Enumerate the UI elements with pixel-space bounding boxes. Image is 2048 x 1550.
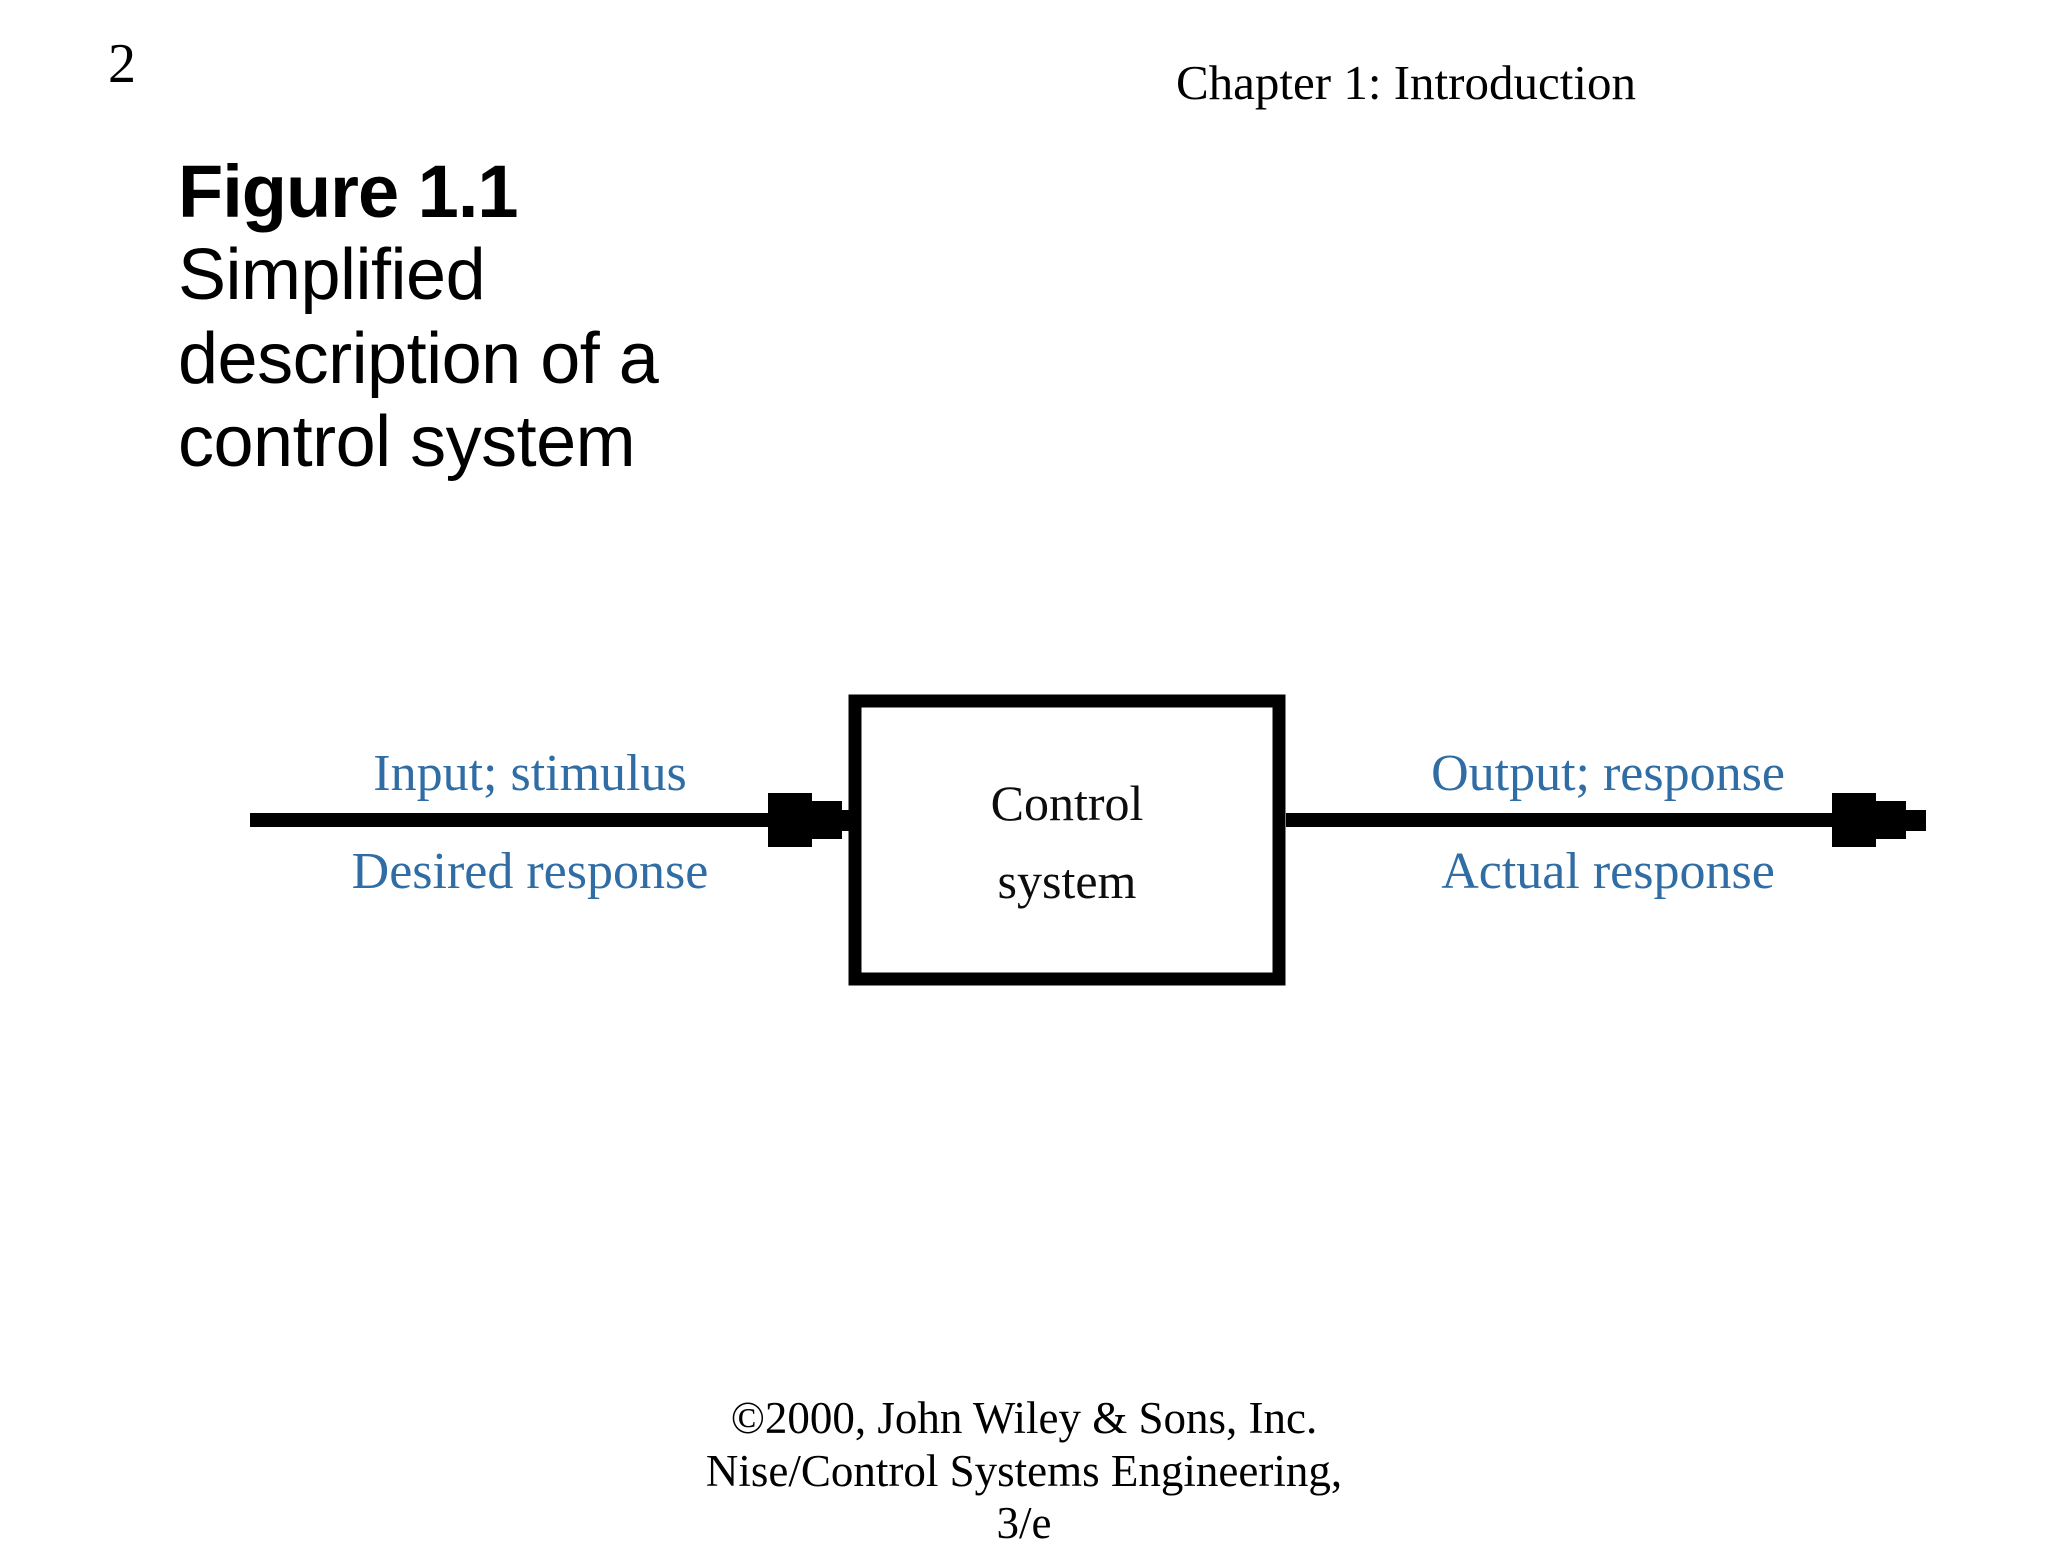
input-label-bottom: Desired response [352,843,709,900]
figure-caption-line-2: description of a [178,318,659,399]
page-number: 2 [108,33,136,95]
output-arrow-head [1832,793,1926,847]
figure-label: Figure 1.1 [178,150,519,233]
input-arrow-head [768,793,862,847]
output-label-bottom: Actual response [1441,843,1775,900]
output-arrow-shaft [1286,813,1842,827]
control-system-box [848,694,1286,986]
control-system-block-diagram: Control system Input; stimulus Desired r… [0,630,2048,1050]
chapter-header: Chapter 1: Introduction [1176,55,1636,110]
input-arrow-shaft [250,813,778,827]
input-label-top: Input; stimulus [373,745,686,802]
footer-line-2: Nise/Control Systems Engineering, [705,1445,1343,1496]
control-system-box-label-line-1: Control [991,775,1144,831]
output-label-top: Output; response [1431,745,1785,802]
figure-caption-line-1: Simplified [178,235,486,316]
footer-line-3: 3/e [996,1498,1052,1549]
figure-caption-line-3: control system [178,402,636,483]
footer-copyright: ©2000, John Wiley & Sons, Inc. Nise/Cont… [0,1392,2048,1550]
figure-title-block: Figure 1.1 Simplified description of a c… [178,150,898,485]
footer-line-1: ©2000, John Wiley & Sons, Inc. [730,1393,1318,1443]
control-system-box-label-line-2: system [998,853,1137,909]
